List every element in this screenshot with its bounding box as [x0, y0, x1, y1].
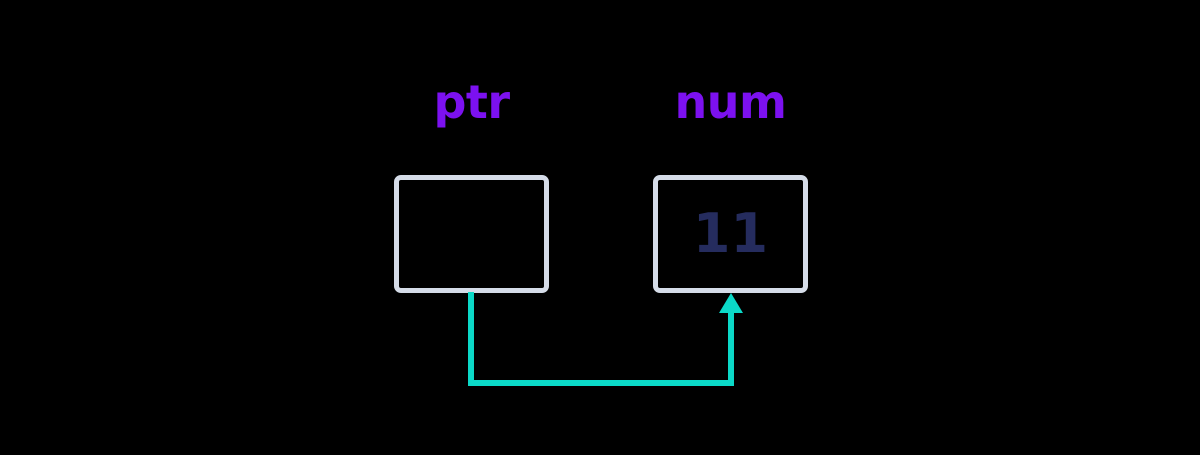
ptr-to-num-arrow — [468, 292, 743, 386]
variable-label-num: num — [674, 75, 787, 129]
memory-box-num-value: 11 — [692, 202, 769, 265]
ptr-to-num-arrowhead-icon — [719, 293, 743, 313]
memory-box-num: 11 — [653, 175, 808, 293]
memory-box-ptr — [394, 175, 549, 293]
variable-label-ptr: ptr — [433, 75, 510, 129]
ptr-to-num-arrow-path — [468, 292, 734, 386]
